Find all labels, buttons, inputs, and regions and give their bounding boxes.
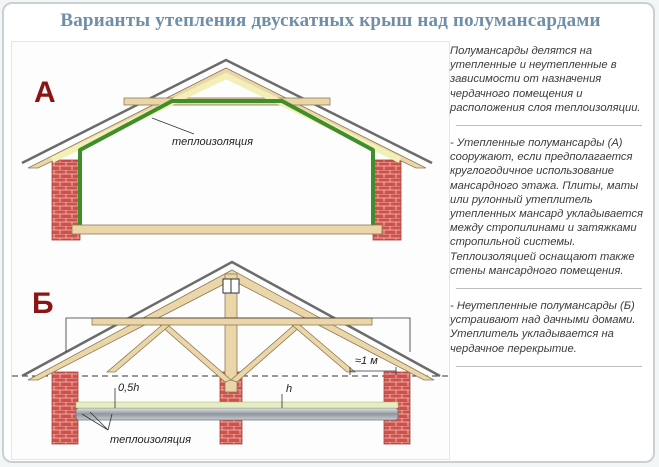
insulation-label-a: теплоизоляция	[172, 136, 253, 148]
divider-1	[456, 125, 642, 127]
diagram-panel: А теплоизоляция	[11, 41, 450, 460]
strut-right-b	[230, 324, 304, 383]
dim-h: h	[286, 383, 292, 395]
dim-1m: ≈1 м	[355, 355, 378, 367]
roof-diagrams: А теплоизоляция	[12, 58, 449, 446]
leader-a	[151, 117, 195, 135]
dim-05h: 0,5h	[118, 382, 139, 394]
rafters-a	[27, 67, 427, 169]
one-meter-ticks	[349, 367, 397, 375]
diagram-b: Б	[12, 260, 449, 446]
roof-covering-b	[21, 260, 441, 378]
rafters-b	[27, 269, 435, 381]
paragraph-heated: - Утепленные полумансарды (А) сооружают,…	[450, 137, 643, 277]
leaders-b	[81, 411, 113, 431]
collar-tie-b	[91, 317, 373, 326]
floor-beam-a	[71, 224, 383, 235]
paragraph-unheated: - Неутепленные полумансарды (Б) устраива…	[450, 300, 636, 355]
label-b: Б	[32, 287, 54, 320]
divider-3	[456, 365, 642, 367]
insulation-label-b: теплоизоляция	[110, 434, 191, 446]
divider-2	[456, 288, 642, 290]
ridge-post-b	[224, 273, 238, 393]
label-a: А	[34, 76, 56, 109]
card-frame: Варианты утепления двускатных крыш над п…	[2, 2, 655, 463]
diagram-a: А теплоизоляция	[21, 58, 433, 241]
brick-wall-left-b	[51, 371, 79, 445]
paragraph-intro: Полумансарды делятся на утепленные и неу…	[450, 45, 641, 114]
attic-floor-slab	[75, 407, 399, 421]
roof-covering-a	[21, 58, 433, 165]
brace-left-b	[105, 324, 172, 373]
brace-right-b	[290, 324, 357, 373]
one-meter-bracket	[65, 317, 411, 352]
strut-left-b	[158, 324, 232, 383]
floor-insulation-layer	[75, 401, 399, 409]
description-column: Полумансарды делятся на утепленные и неу…	[450, 44, 650, 454]
page-title: Варианты утепления двускатных крыш над п…	[60, 10, 601, 31]
